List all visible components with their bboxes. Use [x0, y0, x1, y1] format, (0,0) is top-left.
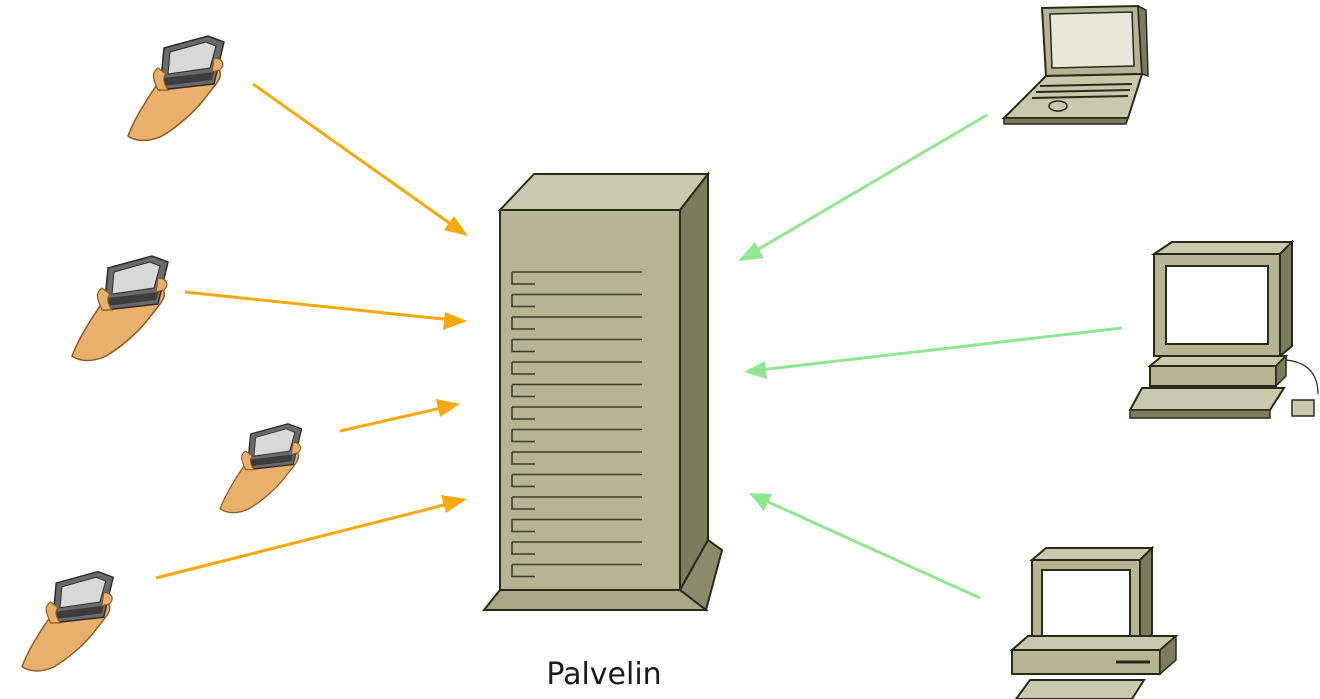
laptop-icon [1001, 4, 1149, 125]
mobile-arrow-2 [184, 290, 453, 322]
computer-arrow-2-head [744, 361, 767, 379]
server-slot [511, 473, 642, 488]
server-slot [511, 271, 642, 285]
handheld-device-icon [71, 255, 169, 362]
desktop-computer-icon [1009, 545, 1179, 699]
mobile-arrow-4 [155, 501, 453, 580]
mobile-arrow-3 [339, 405, 447, 433]
computer-arrow-3-head [749, 493, 772, 511]
server-slot [511, 451, 642, 465]
mobile-arrow-4-head [441, 495, 467, 513]
server-slot [511, 293, 642, 308]
computer-arrow-1-head [738, 242, 764, 261]
server-slot [511, 338, 642, 353]
mobile-arrow-1 [252, 82, 456, 229]
mobile-arrow-1-head [444, 216, 468, 236]
server-slot [511, 563, 642, 578]
mobile-arrow-3-head [436, 399, 460, 417]
computer-arrow-2 [759, 326, 1123, 372]
server-slot [511, 406, 642, 420]
computer-arrow-1 [751, 113, 988, 255]
server-slot [511, 428, 642, 443]
mobile-arrows [155, 82, 468, 580]
server-slot [511, 518, 642, 533]
server-slot [511, 383, 642, 398]
handheld-device-icon [21, 570, 114, 672]
computer-arrows [738, 113, 1123, 600]
server-slot [511, 496, 642, 510]
desktop-computer-icon [1128, 239, 1319, 419]
server-slot [511, 541, 642, 555]
computer-arrow-3 [763, 498, 981, 600]
handheld-device-icon [127, 35, 225, 142]
server-slot [511, 316, 642, 330]
handheld-device-icon [219, 423, 303, 514]
server-slot [511, 361, 642, 375]
mobile-arrow-2-head [443, 312, 467, 330]
server-tower-icon [481, 171, 724, 612]
server-label: Palvelin [546, 657, 662, 692]
